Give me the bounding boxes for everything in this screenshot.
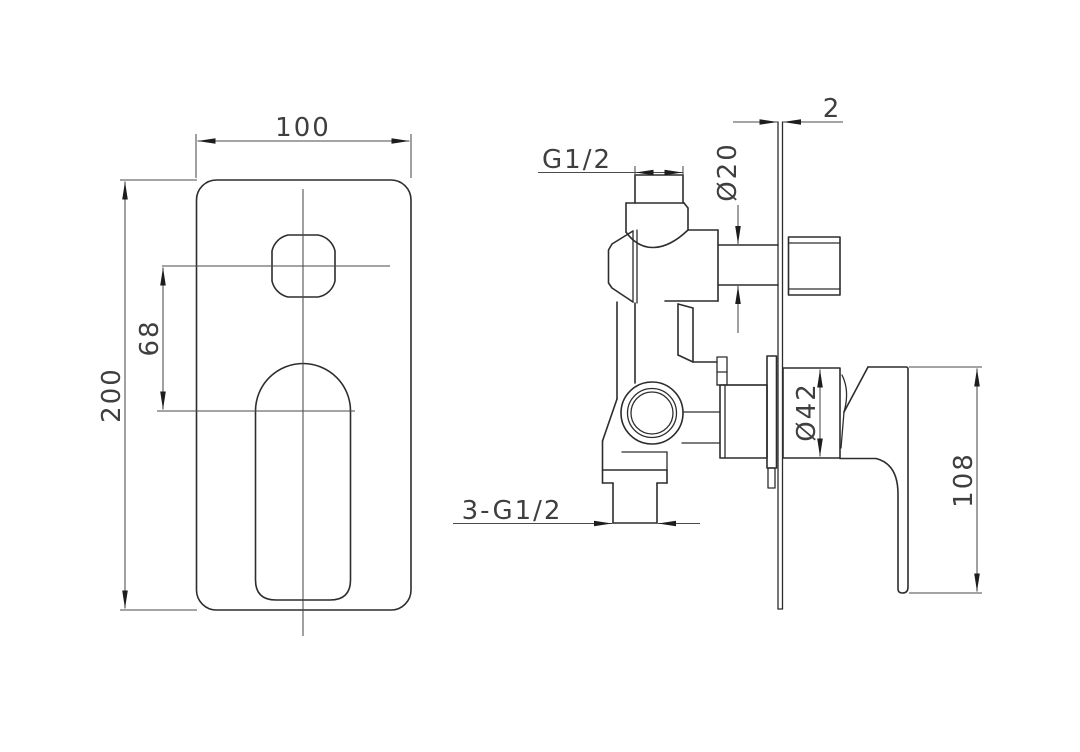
- wall-connector-pipe: [717, 244, 779, 286]
- dim-label-g12: G1/2: [542, 145, 612, 175]
- mounting-flange: [766, 355, 778, 469]
- top-outlet-port: [625, 174, 689, 249]
- dimension-connector-diameter: Ø20: [713, 142, 743, 333]
- hex-boss: [607, 229, 638, 304]
- dim-label-200: 200: [97, 367, 127, 423]
- dim-label-3g12: 3-G1/2: [462, 496, 563, 526]
- dimension-plate-width: 100: [195, 113, 412, 178]
- dimension-handle-offset: 68: [135, 267, 355, 412]
- dim-label-100: 100: [275, 113, 331, 143]
- dim-label-d42: Ø42: [792, 382, 822, 442]
- dimension-handle-length: 108: [909, 366, 982, 594]
- dimension-plate-thickness: 2: [733, 94, 843, 125]
- dim-label-d20: Ø20: [713, 142, 743, 202]
- handle-lever: [839, 366, 909, 594]
- trim-plate-outline: [195, 179, 412, 611]
- set-screw-tab: [716, 356, 728, 386]
- handle-slot-cutout: [254, 362, 352, 601]
- dimension-plate-height: 200: [97, 179, 197, 611]
- valve-body: [601, 229, 719, 524]
- handle-base: [782, 367, 841, 459]
- dimension-top-thread: G1/2: [538, 145, 684, 176]
- front-view: 100 200 68: [97, 113, 412, 636]
- behind-wall-outlet: [787, 236, 841, 296]
- side-view: 2 G1/2 Ø20 Ø42 108: [453, 94, 982, 610]
- dim-label-108: 108: [949, 452, 979, 508]
- side-inlet-port: [620, 381, 721, 445]
- diverter-hole-octagon: [271, 234, 336, 298]
- dim-label-2: 2: [823, 94, 842, 124]
- cartridge-housing: [716, 355, 778, 489]
- dimension-inlet-threads: 3-G1/2: [453, 496, 700, 527]
- wall-plate: [777, 121, 784, 610]
- flange-lower-tab: [767, 467, 776, 489]
- dim-label-68: 68: [135, 319, 165, 356]
- dimension-base-diameter: Ø42: [792, 369, 823, 457]
